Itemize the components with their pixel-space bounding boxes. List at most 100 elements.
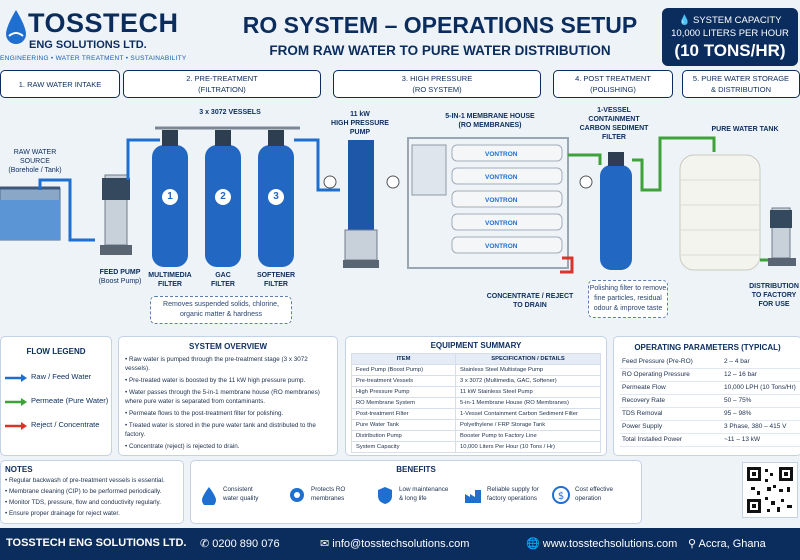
legend-item: Reject / Concentrate <box>5 420 109 432</box>
factory-icon <box>465 490 481 503</box>
overview-item: • Water passes through the 5-in-1 membra… <box>125 389 320 405</box>
overview-item: • Concentrate (reject) is rejected to dr… <box>125 443 240 450</box>
operating-value: 2 – 4 bar <box>724 358 750 365</box>
benefit-item: Consistent water quality <box>199 479 285 513</box>
benefit-item: $Cost effective operation <box>551 479 637 513</box>
vessel-3 <box>258 130 294 267</box>
overview-item: • Raw water is pumped through the pre-tr… <box>125 356 308 372</box>
vessel-number-3: 3 <box>273 191 279 202</box>
table-cell: Post-treatment Filter <box>351 408 456 420</box>
table-cell: RO Membrane System <box>351 397 456 409</box>
table-cell: System Capacity <box>351 441 456 453</box>
membrane-brand-5: VONTRON <box>485 243 518 250</box>
membrane-brand-4: VONTRON <box>485 220 518 227</box>
legend-item: Raw / Feed Water <box>5 372 109 384</box>
vessel-name-2: GAC FILTER <box>211 272 235 288</box>
qr-code[interactable] <box>742 462 798 518</box>
vessel-2 <box>205 130 241 267</box>
capacity-label: 💧 SYSTEM CAPACITY <box>678 15 782 26</box>
equipment-header-item: ITEM <box>351 353 456 365</box>
table-row: Feed Pump (Boost Pump)Stainless Steel Mu… <box>351 364 601 376</box>
benefit-item: Low maintenance & long life <box>375 479 461 513</box>
overview-item: • Permeate flows to the post-treatment f… <box>125 410 284 417</box>
legend-label: Raw / Feed Water <box>31 372 92 381</box>
footer-phone[interactable]: ✆ 0200 890 076 <box>200 538 280 550</box>
legend-arrow-icon <box>5 374 27 382</box>
legend-label: Permeate (Pure Water) <box>31 396 109 405</box>
table-cell: Stainless Steel Multistage Pump <box>455 364 601 376</box>
note-item: • Ensure proper drainage for reject wate… <box>5 510 120 517</box>
pressure-gauge-3 <box>579 175 593 189</box>
svg-text:$: $ <box>558 491 564 502</box>
gear-icon <box>290 488 304 502</box>
polishing-note: Polishing filter to remove fine particle… <box>588 280 668 318</box>
vessel-1-badge <box>162 189 178 205</box>
benefit-item: Protects RO membranes <box>287 479 373 513</box>
membrane-brand-1: VONTRON <box>485 151 518 158</box>
concentrate-label: CONCENTRATE / REJECT TO DRAIN <box>486 293 574 309</box>
operating-value: ~11 – 13 kW <box>724 436 761 443</box>
overview-item: • Treated water is stored in the pure wa… <box>125 422 316 438</box>
operating-param: Permeate Flow <box>622 384 666 391</box>
legend-label: Reject / Concentrate <box>31 420 100 429</box>
phone-icon: ✆ <box>200 538 210 550</box>
pure-water-tank <box>679 154 761 271</box>
operating-param: Recovery Rate <box>622 397 665 404</box>
footer-website[interactable]: 🌐 www.tosstechsolutions.com <box>526 538 678 550</box>
vessel-number-2: 2 <box>220 191 226 202</box>
membrane-house-label: 5-IN-1 MEMBRANE HOUSE (RO MEMBRANES) <box>445 113 535 129</box>
stage-5: 5. PURE WATER STORAGE & DISTRIBUTION <box>682 70 800 98</box>
raw-water-tank <box>0 186 61 241</box>
legend-title: FLOW LEGEND <box>26 347 86 356</box>
carbon-filter-vessel <box>600 152 632 270</box>
note-item: • Regular backwash of pre-treatment vess… <box>5 477 165 484</box>
distribution-label: DISTRIBUTION TO FACTORY FOR USE <box>749 283 799 308</box>
hp-pump <box>343 140 379 268</box>
feed-line-2 <box>126 138 160 180</box>
operating-param: Feed Pressure (Pre-RO) <box>622 358 693 365</box>
hp-pump-label: 11 kW HIGH PRESSURE PUMP <box>331 111 389 136</box>
operating-param: RO Operating Pressure <box>622 371 690 378</box>
equipment-title: EQUIPMENT SUMMARY <box>430 341 522 350</box>
operating-param: Total Installed Power <box>622 436 682 443</box>
shield-icon <box>378 487 392 504</box>
capacity-short: (10 TONS/HR) <box>674 41 786 60</box>
benefit-label: Reliable supply for factory operations <box>487 486 539 502</box>
pure-tank-label: PURE WATER TANK <box>711 126 779 133</box>
water-drop-logo-icon <box>6 10 26 44</box>
permeate-line-2 <box>632 136 716 192</box>
capacity-value: 10,000 LITERS PER HOUR <box>671 28 789 39</box>
stage-4: 4. POST TREATMENT (POLISHING) <box>553 70 673 98</box>
reject-line <box>560 256 574 274</box>
benefit-label: Protects RO membranes <box>311 486 346 502</box>
table-cell: Pure Water Tank <box>351 419 456 431</box>
equipment-header-spec: SPECIFICATION / DETAILS <box>455 353 601 365</box>
water-drop-icon: 💧 <box>678 15 691 26</box>
note-item: • Monitor TDS, pressure, flow and conduc… <box>5 499 161 506</box>
pressure-gauge-2 <box>386 175 400 189</box>
globe-icon: 🌐 <box>526 538 540 550</box>
notes-title: NOTES <box>5 465 33 474</box>
raw-source-label: RAW WATER SOURCE (Borehole / Tank) <box>8 149 62 174</box>
operating-value: 10,000 LPH (10 Tons/Hr) <box>724 384 796 391</box>
table-cell: Pre-treatment Vessels <box>351 375 456 387</box>
feed-pump <box>100 174 132 255</box>
vessel-1 <box>152 130 188 267</box>
table-cell: Distribution Pump <box>351 430 456 442</box>
footer-email[interactable]: ✉ info@tosstechsolutions.com <box>320 538 470 550</box>
footer-company: TOSSTECH ENG SOLUTIONS LTD. <box>6 537 187 549</box>
system-overview: SYSTEM OVERVIEW • Raw water is pumped th… <box>118 336 338 456</box>
footer: TOSSTECH ENG SOLUTIONS LTD. ✆ 0200 890 0… <box>0 528 800 560</box>
overview-item: • Pre-treated water is boosted by the 11… <box>125 377 306 384</box>
vessel-name-3: SOFTENER FILTER <box>256 272 296 288</box>
